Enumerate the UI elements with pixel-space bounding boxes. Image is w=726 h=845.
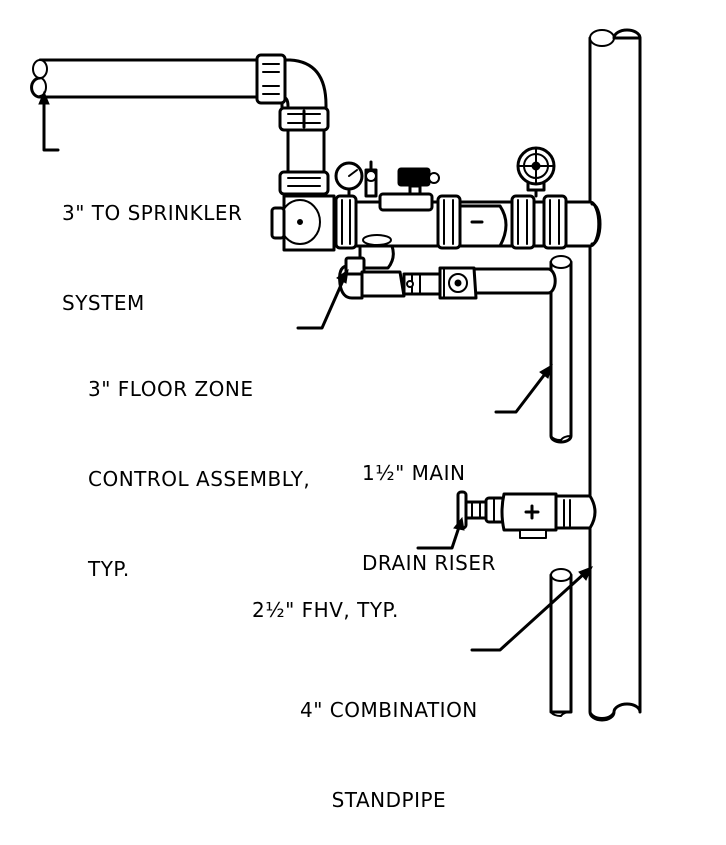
sprinkler-supply-pipe	[30, 58, 260, 99]
leader-standpipe	[470, 566, 593, 652]
callout-drain-riser: 1½" MAIN DRAIN RISER	[362, 398, 496, 608]
callout-fhv: 2½" FHV, TYP.	[252, 535, 399, 655]
leader-sprinkler	[38, 90, 60, 152]
main-drain-riser-upper	[549, 255, 573, 444]
vertical-drop-pipe	[278, 106, 330, 196]
fire-hose-valve	[456, 490, 597, 539]
leader-drain-riser	[494, 363, 553, 414]
callout-drain-riser-line2: DRAIN RISER	[362, 551, 496, 575]
callout-floor-zone-line2: CONTROL ASSEMBLY,	[88, 467, 311, 491]
callout-drain-riser-line1: 1½" MAIN	[362, 461, 466, 485]
callout-floor-zone-line1: 3" FLOOR ZONE	[88, 377, 254, 401]
callout-sprinkler: 3" TO SPRINKLER SYSTEM	[62, 138, 242, 348]
combination-standpipe	[588, 28, 642, 722]
drain-branch-pipe	[468, 267, 557, 295]
leader-fhv	[416, 516, 465, 550]
piping-drawing	[30, 28, 642, 722]
callout-floor-zone: 3" FLOOR ZONE CONTROL ASSEMBLY, TYP.	[88, 314, 310, 614]
callout-sprinkler-line2: SYSTEM	[62, 291, 145, 315]
standpipe-riser-diagram: 3" TO SPRINKLER SYSTEM 3" FLOOR ZONE CON…	[30, 28, 642, 812]
callout-floor-zone-line3: TYP.	[88, 557, 130, 581]
callout-standpipe-line2: STANDPIPE	[331, 788, 447, 812]
leader-floor-zone	[296, 268, 349, 330]
callout-sprinkler-line1: 3" TO SPRINKLER	[62, 201, 243, 225]
callout-fhv-line1: 2½" FHV, TYP.	[252, 598, 399, 622]
callout-standpipe-line1: 4" COMBINATION	[300, 698, 478, 722]
pipe-elbow	[255, 53, 328, 114]
floor-zone-control-assembly	[270, 146, 602, 300]
main-drain-riser-lower	[549, 568, 573, 717]
callout-standpipe: 4" COMBINATION STANDPIPE	[300, 635, 478, 845]
